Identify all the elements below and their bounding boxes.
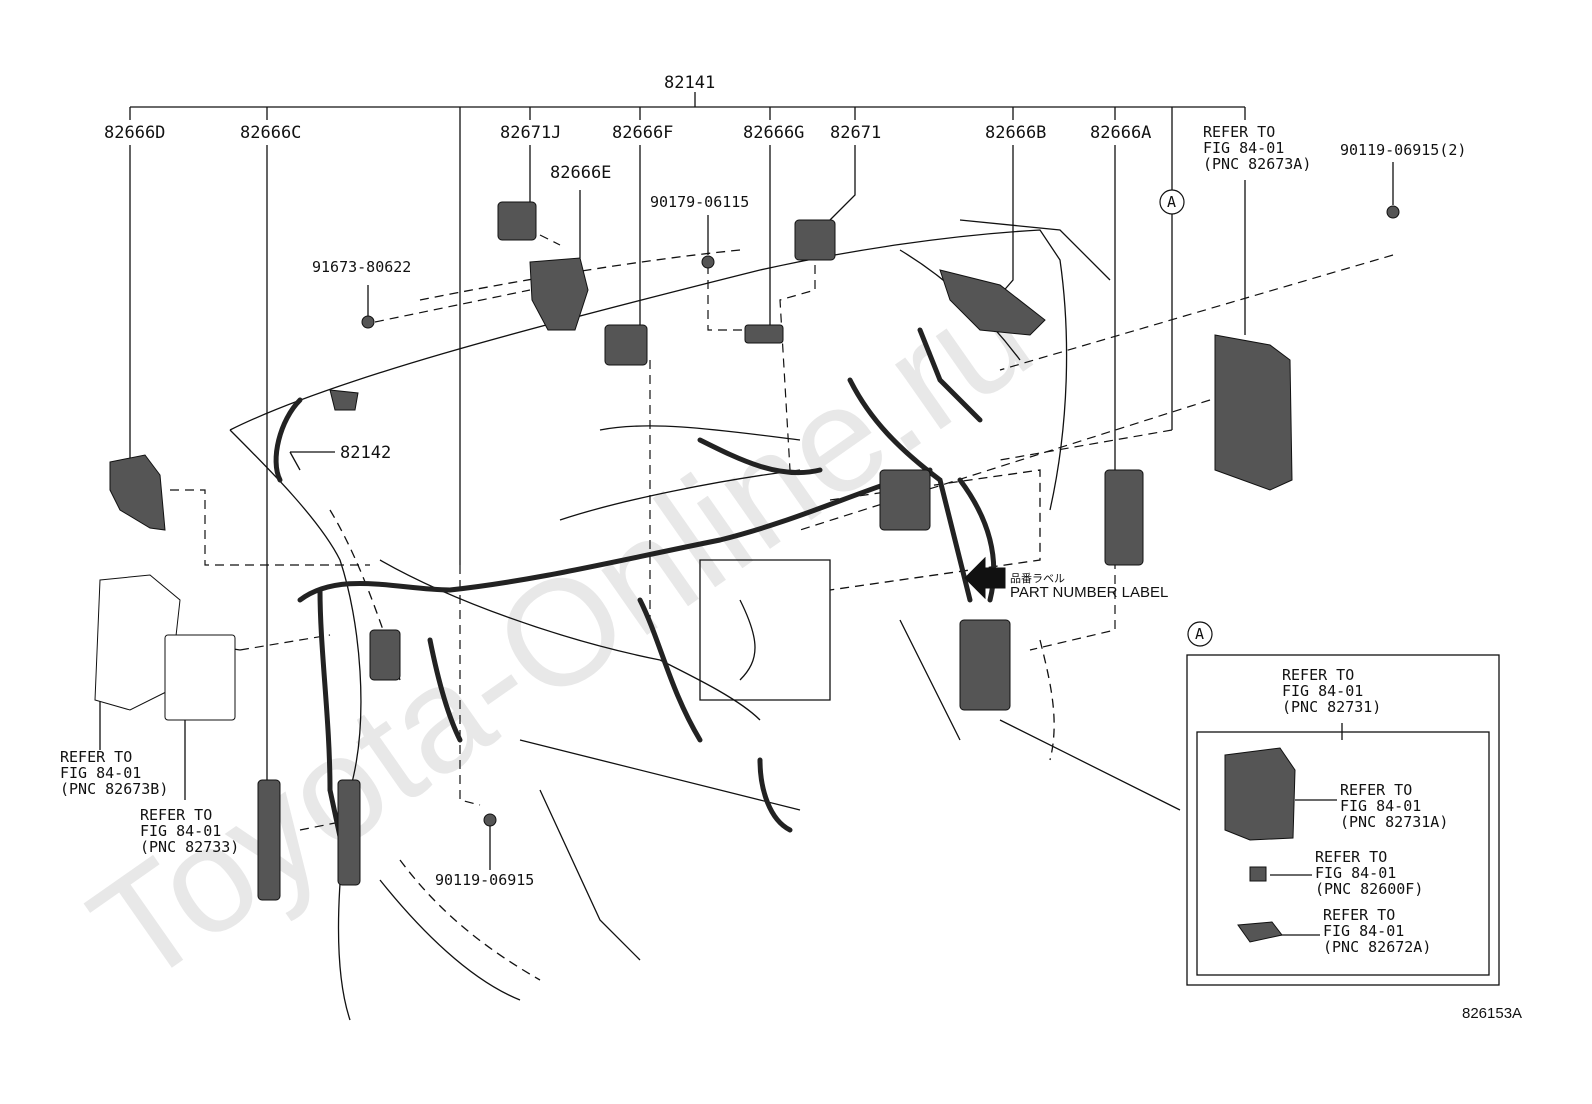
svg-text:REFER TO: REFER TO bbox=[1315, 848, 1387, 866]
svg-text:(PNC 82673B): (PNC 82673B) bbox=[60, 780, 168, 798]
label-90119-06915-2: 90119-06915(2) bbox=[1340, 141, 1466, 159]
connector-82666E bbox=[529, 257, 589, 331]
connector-left-pillar bbox=[337, 779, 361, 886]
ecu-82733 bbox=[164, 634, 236, 721]
connector-82666F bbox=[604, 324, 648, 366]
part-number-label-jp: 品番ラベル bbox=[1010, 572, 1065, 585]
label-82666G: 82666G bbox=[743, 123, 804, 143]
label-91673-80622: 91673-80622 bbox=[312, 258, 411, 276]
connector-82666A bbox=[1104, 469, 1144, 566]
svg-text:FIG 84-01: FIG 84-01 bbox=[1282, 682, 1363, 700]
svg-text:(PNC 82731): (PNC 82731) bbox=[1282, 698, 1381, 716]
part-number-label-arrow bbox=[964, 556, 1006, 600]
connector-center-2 bbox=[959, 619, 1011, 711]
part-number-label-en: PART NUMBER LABEL bbox=[1010, 584, 1168, 601]
svg-text:FIG 84-01: FIG 84-01 bbox=[1323, 922, 1404, 940]
connector-82671J bbox=[497, 201, 537, 241]
relay-82600F bbox=[1249, 866, 1267, 882]
svg-text:FIG 84-01: FIG 84-01 bbox=[1315, 864, 1396, 882]
connector-82666B bbox=[939, 269, 1046, 336]
svg-text:REFER TO: REFER TO bbox=[1340, 781, 1412, 799]
callout-A-inset: A bbox=[1187, 621, 1213, 647]
svg-text:(PNC 82733): (PNC 82733) bbox=[140, 838, 239, 856]
label-90179-06115: 90179-06115 bbox=[650, 193, 749, 211]
svg-text:REFER TO: REFER TO bbox=[140, 806, 212, 824]
diagram-id: 826153A bbox=[1462, 1005, 1522, 1022]
svg-text:(PNC 82731A): (PNC 82731A) bbox=[1340, 813, 1448, 831]
holder-82672A bbox=[1237, 921, 1283, 943]
bolt-90119-06915-2 bbox=[1386, 205, 1400, 219]
svg-text:REFER TO: REFER TO bbox=[60, 748, 132, 766]
svg-text:REFER TO: REFER TO bbox=[1203, 123, 1275, 141]
label-82666F: 82666F bbox=[612, 123, 673, 143]
wire-harness bbox=[273, 327, 997, 863]
bolt-91673-80622 bbox=[361, 315, 375, 329]
label-82666A: 82666A bbox=[1090, 123, 1151, 143]
label-82666D: 82666D bbox=[104, 123, 165, 143]
inset-box bbox=[1186, 654, 1500, 986]
watermark: Toyota-Online.ru bbox=[62, 247, 1060, 1016]
svg-text:FIG 84-01: FIG 84-01 bbox=[140, 822, 221, 840]
label-82666B: 82666B bbox=[985, 123, 1046, 143]
callout-A-top: A bbox=[1159, 189, 1185, 215]
connector-center-1 bbox=[879, 469, 931, 531]
label-82666C: 82666C bbox=[240, 123, 301, 143]
svg-text:FIG 84-01: FIG 84-01 bbox=[1340, 797, 1421, 815]
labels: 82141 82666D 82666C 82671J 82666E 82666F… bbox=[60, 73, 1522, 1022]
svg-text:A: A bbox=[1195, 625, 1204, 643]
label-82141: 82141 bbox=[664, 73, 715, 93]
svg-text:(PNC 82672A): (PNC 82672A) bbox=[1323, 938, 1431, 956]
connector-82666D bbox=[109, 454, 166, 531]
label-82666E: 82666E bbox=[550, 163, 611, 183]
svg-text:(PNC 82600F): (PNC 82600F) bbox=[1315, 880, 1423, 898]
label-82142: 82142 bbox=[340, 443, 391, 463]
ecu-82731A bbox=[1224, 747, 1296, 841]
label-82671J: 82671J bbox=[500, 123, 561, 143]
svg-text:FIG 84-01: FIG 84-01 bbox=[1203, 139, 1284, 157]
label-90119-06915: 90119-06915 bbox=[435, 871, 534, 889]
svg-text:REFER TO: REFER TO bbox=[1323, 906, 1395, 924]
connector-82666C bbox=[257, 779, 281, 901]
bolt-90119-06915 bbox=[483, 813, 497, 827]
svg-text:A: A bbox=[1167, 193, 1176, 211]
label-82671: 82671 bbox=[830, 123, 881, 143]
connector-82671 bbox=[794, 219, 836, 261]
svg-text:(PNC 82673A): (PNC 82673A) bbox=[1203, 155, 1311, 173]
parts bbox=[94, 201, 1400, 901]
connector-82666G bbox=[744, 324, 784, 344]
leader-lines bbox=[99, 92, 1394, 936]
nut-90179-06115 bbox=[701, 255, 715, 269]
connector-center-3 bbox=[369, 629, 401, 681]
junction-block-82673A bbox=[1214, 334, 1293, 491]
harness-82142 bbox=[329, 389, 359, 411]
svg-text:FIG 84-01: FIG 84-01 bbox=[60, 764, 141, 782]
svg-text:REFER TO: REFER TO bbox=[1282, 666, 1354, 684]
